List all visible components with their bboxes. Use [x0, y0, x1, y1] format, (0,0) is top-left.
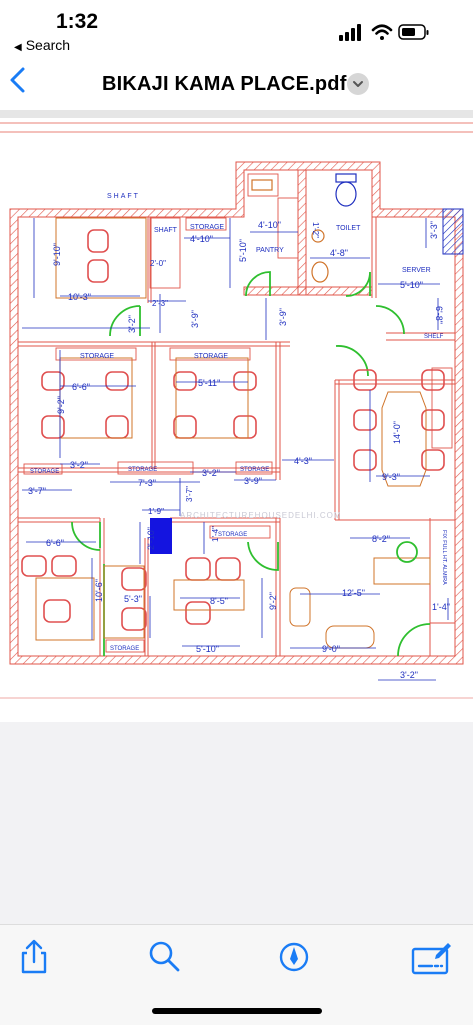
svg-text:10'-6": 10'-6" [94, 579, 104, 602]
svg-text:3'-7": 3'-7" [185, 486, 194, 502]
svg-text:3'-9": 3'-9" [244, 476, 262, 486]
search-icon [149, 941, 180, 972]
svg-text:5'-11": 5'-11" [198, 378, 220, 388]
markup-button[interactable] [274, 937, 314, 977]
status-bar: 1:32 ◀Search [0, 0, 473, 60]
svg-text:12'-5": 12'-5" [342, 588, 365, 598]
toilet-wc [335, 173, 357, 207]
furniture [35, 217, 431, 649]
home-indicator[interactable] [152, 1008, 322, 1014]
markup-pen-icon [279, 942, 309, 972]
svg-text:1'-4": 1'-4" [432, 602, 450, 612]
svg-text:2'-3": 2'-3" [152, 299, 168, 308]
svg-text:5'-10": 5'-10" [400, 280, 423, 290]
svg-text:4'-10": 4'-10" [190, 234, 213, 244]
svg-text:2'-0": 2'-0" [150, 259, 166, 268]
shelf-label: SHELF [424, 334, 444, 340]
back-to-search-link[interactable]: ◀Search [14, 37, 70, 53]
svg-text:6'-8": 6'-8" [434, 306, 444, 324]
svg-text:6'-6": 6'-6" [46, 538, 64, 548]
outer-walls [9, 161, 464, 665]
status-time: 1:32 [56, 10, 99, 33]
svg-text:3'-3": 3'-3" [429, 221, 439, 239]
svg-text:9'-0": 9'-0" [322, 644, 340, 654]
navigation-bar: BIKAJI KAMA PLACE.pdf [0, 60, 473, 110]
share-icon [21, 939, 47, 974]
dimension-lines [22, 218, 449, 681]
pantry-label: PANTRY [256, 247, 284, 254]
storage-label-7: STORAGE [218, 532, 247, 538]
svg-text:5'-3": 5'-3" [124, 594, 142, 604]
svg-text:3'-2": 3'-2" [70, 460, 88, 470]
svg-text:4'-3": 4'-3" [294, 456, 312, 466]
svg-text:1'-2": 1'-2" [311, 222, 320, 238]
back-chevron-icon[interactable] [8, 66, 28, 101]
svg-text:1'-9": 1'-9" [148, 507, 164, 516]
storage-label-4: STORAGE [30, 469, 59, 475]
plant-pot [396, 541, 418, 563]
svg-text:9'-10": 9'-10" [52, 243, 62, 266]
svg-text:8'-5": 8'-5" [210, 596, 228, 606]
svg-text:3'-2": 3'-2" [202, 468, 220, 478]
storage-label-8: STORAGE [110, 646, 139, 652]
dimension-labels: 9'-10" 10'-3" 2'-0" 2'-3" 3'-2" 3'-9" 4'… [28, 220, 450, 680]
title-menu-button[interactable] [347, 73, 369, 95]
svg-text:4'-10": 4'-10" [258, 220, 281, 230]
storage-label-5: STORAGE [128, 467, 157, 473]
storage-label-2: STORAGE [80, 353, 114, 360]
svg-text:3'-7": 3'-7" [28, 486, 46, 496]
find-button[interactable] [145, 937, 185, 977]
chevron-down-icon [353, 81, 363, 87]
document-scroll-area[interactable] [0, 722, 473, 924]
pdf-page[interactable]: SHAFT SHAFT STORAGE PANTRY TOILET SERVER… [0, 118, 473, 710]
svg-text:9'-2": 9'-2" [268, 592, 278, 610]
signature-button[interactable] [410, 937, 451, 977]
svg-text:5'-10": 5'-10" [238, 239, 248, 262]
back-app-label: Search [25, 37, 71, 53]
svg-text:3'-2": 3'-2" [127, 315, 137, 333]
svg-text:9'-2": 9'-2" [56, 396, 66, 414]
svg-text:7'-3": 7'-3" [138, 478, 156, 488]
svg-text:8'-2": 8'-2" [372, 534, 390, 544]
watermark-text: ARCHITECTUREHOUSEDELHI.COM [180, 511, 342, 520]
server-label: SERVER [402, 267, 431, 274]
toilet-label: TOILET [336, 225, 361, 232]
storage-cabinets [23, 173, 453, 653]
svg-text:10'-3": 10'-3" [68, 292, 91, 302]
svg-text:3'-9": 3'-9" [278, 308, 288, 326]
storage-label-1: STORAGE [190, 224, 224, 231]
chairs [21, 229, 445, 631]
cellular-signal-icon [339, 24, 361, 41]
storage-label-6: STORAGE [240, 467, 269, 473]
svg-text:2'-10": 2'-10" [146, 527, 156, 550]
svg-text:9'-3": 9'-3" [382, 472, 400, 482]
document-title[interactable]: BIKAJI KAMA PLACE.pdf [102, 73, 347, 95]
floor-plan-drawing: SHAFT SHAFT STORAGE PANTRY TOILET SERVER… [0, 122, 473, 699]
svg-text:3'-9": 3'-9" [190, 310, 200, 328]
shaft-inner-label: SHAFT [154, 227, 178, 234]
svg-text:6'-6": 6'-6" [72, 382, 90, 392]
page-separator [0, 110, 473, 118]
signature-icon [411, 943, 451, 975]
shaft-label: SHAFT [107, 193, 140, 200]
svg-text:14'-0": 14'-0" [392, 421, 402, 444]
almira-label: FIX FULL HT. ALMIRA [441, 530, 447, 585]
svg-text:3'-2": 3'-2" [400, 670, 418, 680]
blue-column [150, 518, 172, 554]
svg-text:5'-10": 5'-10" [196, 644, 219, 654]
svg-text:1'-4": 1'-4" [211, 526, 220, 542]
wifi-icon [371, 24, 393, 40]
storage-label-3: STORAGE [194, 353, 228, 360]
svg-text:4'-8": 4'-8" [330, 248, 348, 258]
toilet-fixtures [251, 179, 329, 283]
back-triangle-icon: ◀ [14, 42, 22, 53]
share-button[interactable] [14, 937, 54, 977]
system-status-icons [339, 24, 429, 41]
battery-icon [398, 24, 429, 40]
room-labels: SHAFT SHAFT STORAGE PANTRY TOILET SERVER… [30, 193, 447, 652]
